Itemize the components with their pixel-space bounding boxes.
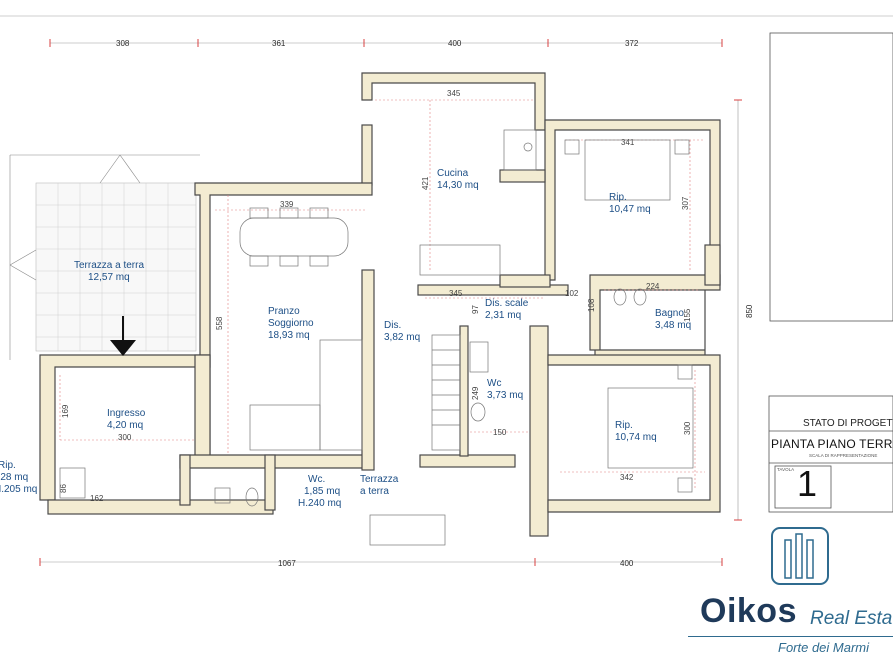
room-bagno-name: Bagno bbox=[655, 308, 684, 319]
logo-location: Forte dei Marmi bbox=[778, 640, 870, 655]
room-wc-small-extra: H.240 mq bbox=[298, 498, 341, 509]
room-dis-name: Dis. bbox=[384, 320, 401, 331]
inner-dimensions bbox=[59, 99, 705, 490]
company-logo: Oikos Real Estate Forte dei Marmi bbox=[688, 528, 893, 670]
dim-bed1-width: 341 bbox=[621, 138, 635, 147]
title-block-scale-note: SCALA DI RAPPRESENTAZIONE bbox=[809, 453, 878, 458]
logo-name: Oikos bbox=[700, 592, 797, 630]
logo-divider bbox=[688, 636, 893, 637]
room-terrazza2-name: Terrazza bbox=[360, 474, 399, 485]
room-cucina-name: Cucina bbox=[437, 168, 469, 179]
dim-top-2: 361 bbox=[272, 39, 286, 48]
dim-bed2-width: 342 bbox=[620, 473, 634, 482]
title-block-sheet-number: 1 bbox=[797, 463, 818, 504]
room-wc-small-name: Wc. bbox=[308, 474, 325, 485]
room-pranzo-area: 18,93 mq bbox=[268, 330, 310, 341]
dim-bath-width: 224 bbox=[646, 282, 660, 291]
title-block-frame bbox=[768, 395, 893, 513]
dim-rip-depth: 86 bbox=[59, 484, 68, 493]
room-pranzo-name: Pranzo bbox=[268, 306, 300, 317]
dim-bath-depth: 155 bbox=[683, 308, 692, 322]
title-block: STATO DI PROGETTO PIANTA PIANO TERRA SCA… bbox=[769, 396, 893, 512]
dim-top-3: 400 bbox=[448, 39, 462, 48]
room-rip-small-extra: H.205 mq bbox=[0, 484, 37, 495]
dim-bottom-2: 400 bbox=[620, 559, 634, 568]
room-rip-small-area: 2,28 mq bbox=[0, 472, 28, 483]
logo-mark-icon bbox=[771, 527, 829, 585]
room-bed1-name: Rip. bbox=[609, 192, 627, 203]
dim-top-1: 308 bbox=[116, 39, 130, 48]
room-bed2-name: Rip. bbox=[615, 420, 633, 431]
title-block-status: STATO DI PROGETTO bbox=[803, 418, 893, 429]
dim-wc-width: 150 bbox=[493, 428, 507, 437]
dim-kitchen-depth: 421 bbox=[421, 176, 430, 190]
room-disscale-area: 2,31 mq bbox=[485, 310, 521, 321]
room-bagno-area: 3,48 mq bbox=[655, 320, 691, 331]
notes-box bbox=[769, 32, 893, 322]
entrance-arrow-icon bbox=[110, 316, 136, 356]
dim-dis-a: 97 bbox=[471, 305, 480, 314]
dim-bed2-depth: 300 bbox=[683, 421, 692, 435]
bottom-dimension-line bbox=[39, 558, 723, 566]
room-rip-small-name: Rip. bbox=[0, 460, 16, 471]
dim-dis-width: 345 bbox=[449, 289, 463, 298]
logo-subtitle: Real Estate bbox=[810, 608, 893, 629]
dim-wc-depth: 249 bbox=[471, 386, 480, 400]
room-soggiorno-name: Soggiorno bbox=[268, 318, 314, 329]
room-bed1-area: 10,47 mq bbox=[609, 204, 651, 215]
room-cucina-area: 14,30 mq bbox=[437, 180, 479, 191]
room-bed2-area: 10,74 mq bbox=[615, 432, 657, 443]
room-wc-small-area: 1,85 mq bbox=[304, 486, 340, 497]
title-block-sheet-label: TAVOLA bbox=[777, 467, 795, 472]
dim-rip-width: 162 bbox=[90, 494, 104, 503]
room-ingresso-name: Ingresso bbox=[107, 408, 146, 419]
dim-kitchen-width: 345 bbox=[447, 89, 461, 98]
top-dimension-line bbox=[49, 39, 723, 47]
dim-living-width: 339 bbox=[280, 200, 294, 209]
room-terrazza2-name2: a terra bbox=[360, 486, 389, 497]
terrace-hatch bbox=[9, 154, 200, 360]
room-ingresso-area: 4,20 mq bbox=[107, 420, 143, 431]
dim-dis-c: 108 bbox=[587, 298, 596, 312]
room-dis-area: 3,82 mq bbox=[384, 332, 420, 343]
title-block-title: PIANTA PIANO TERRA bbox=[771, 437, 893, 451]
dim-entry-depth: 169 bbox=[61, 404, 70, 418]
room-terrazza-area: 12,57 mq bbox=[88, 272, 130, 283]
dim-top-4: 372 bbox=[625, 39, 639, 48]
furniture bbox=[59, 129, 694, 546]
dim-bottom-1: 1067 bbox=[278, 559, 296, 568]
room-wc-area: 3,73 mq bbox=[487, 390, 523, 401]
dim-bed1-depth: 307 bbox=[681, 196, 690, 210]
room-terrazza-name: Terrazza a terra bbox=[74, 260, 144, 271]
room-labels: Terrazza a terra 12,57 mq Ingresso 4,20 … bbox=[0, 168, 691, 509]
dim-living-depth: 558 bbox=[215, 316, 224, 330]
dim-dis-b: 102 bbox=[565, 289, 579, 298]
dim-entry-width: 300 bbox=[118, 433, 132, 442]
dim-right: 850 bbox=[745, 304, 754, 318]
room-wc-name: Wc bbox=[487, 378, 501, 389]
walls bbox=[39, 72, 721, 537]
room-disscale-name: Dis. scale bbox=[485, 298, 529, 309]
